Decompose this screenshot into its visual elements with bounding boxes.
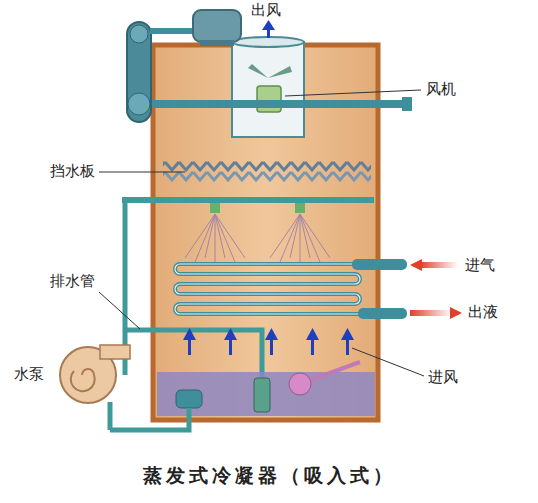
fan-shaft [138, 100, 410, 108]
air-out-label: 出风 [251, 1, 281, 19]
spray-pipe [122, 197, 374, 203]
leader-lines [99, 90, 424, 376]
outlet-pipe [358, 308, 407, 319]
fan-label: 风机 [426, 80, 456, 98]
gas-in-arrow [410, 259, 422, 271]
figure-caption: 蒸发式冷凝器（吸入式） [0, 463, 538, 489]
air-out-arrow [262, 20, 275, 30]
condenser-coil [175, 264, 360, 314]
belt-drive [127, 22, 151, 122]
drain-pipe-label: 排水管 [50, 272, 95, 290]
air-arrows [183, 328, 354, 355]
water-spray [185, 214, 330, 264]
motor [193, 10, 241, 42]
baffle-label: 挡水板 [50, 162, 95, 180]
liquid-out-label: 出液 [468, 303, 498, 321]
fan-duct [232, 42, 304, 137]
gas-in-label: 进气 [465, 256, 495, 274]
liquid-out-arrow [450, 307, 462, 319]
float-valve [289, 373, 311, 395]
pump-label: 水泵 [14, 365, 44, 383]
fan-hub [257, 86, 281, 112]
air-in-label: 进风 [428, 368, 458, 386]
water-baffle [163, 160, 371, 184]
inlet-pipe [352, 259, 407, 270]
